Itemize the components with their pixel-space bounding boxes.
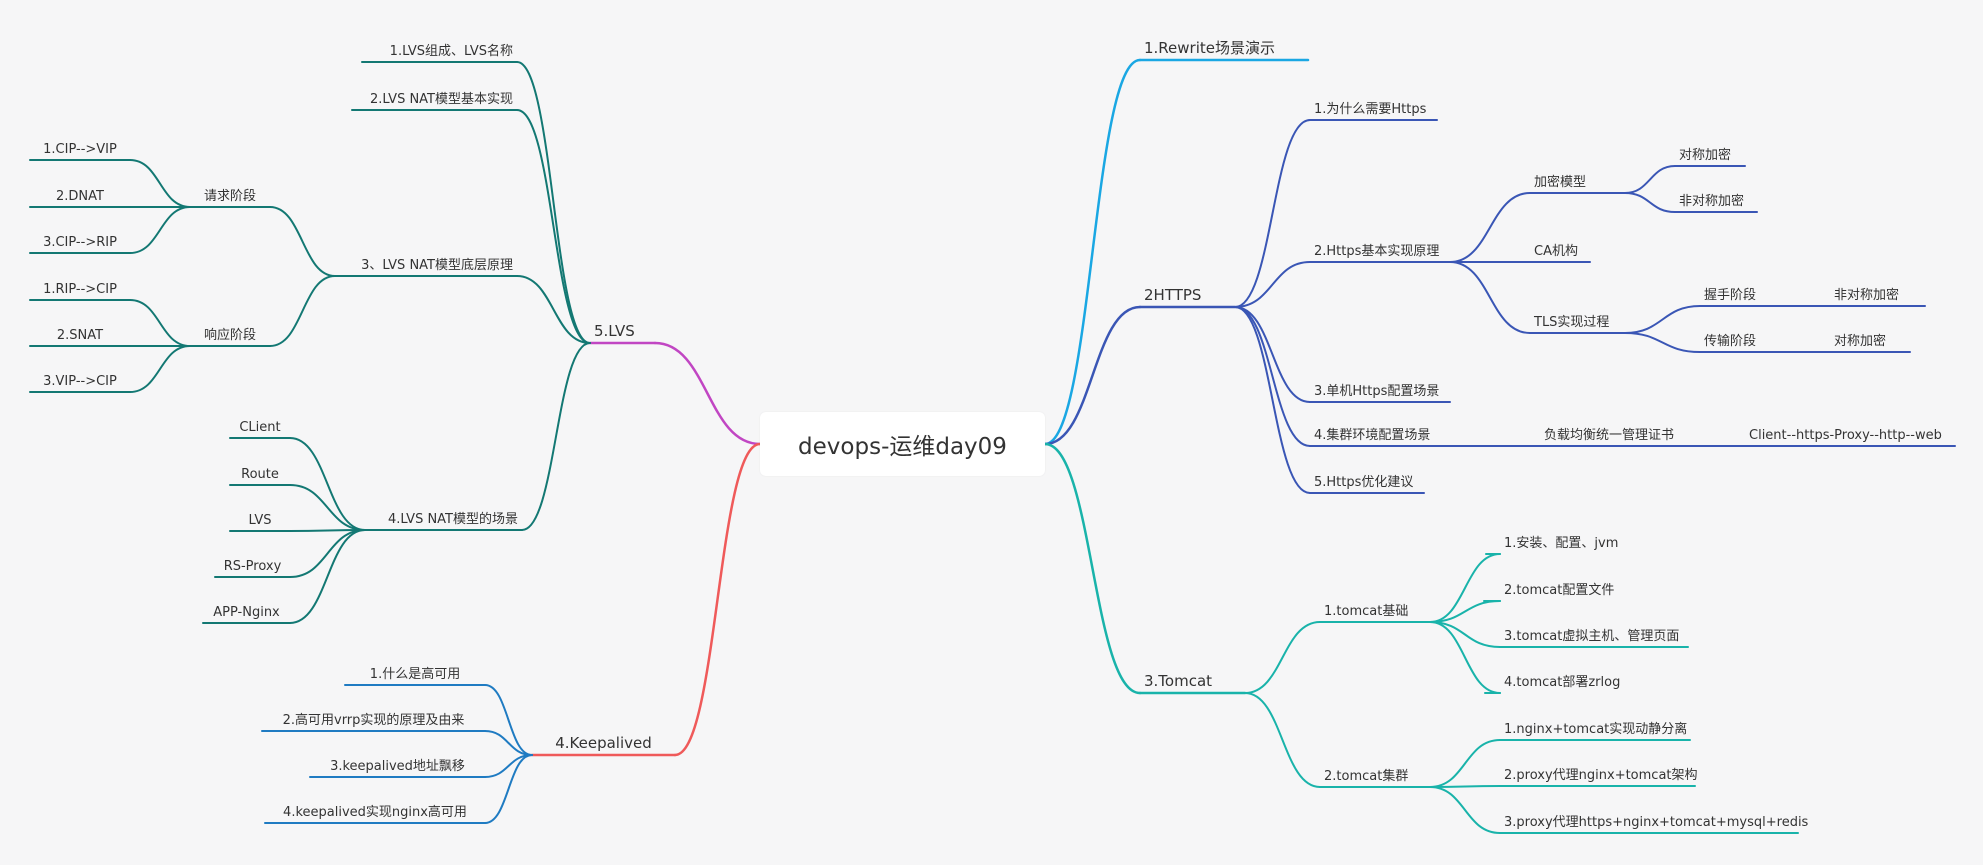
tomcat-cluster-3[interactable]: 3.proxy代理https+nginx+tomcat+mysql+redis <box>1504 815 1809 830</box>
keepalived-item-curve <box>484 754 533 824</box>
lvs-item-curve <box>516 109 591 344</box>
tomcat-item-curve <box>1244 692 1321 788</box>
lvs-scenario-curve <box>289 484 366 531</box>
tomcat-basic-curve <box>1429 553 1501 623</box>
tls-stage-curve <box>1624 332 1701 353</box>
lvs-leaf-curve <box>129 299 191 347</box>
lvs-scenario-curve <box>289 529 366 624</box>
https-principle-1[interactable]: 加密模型 <box>1534 174 1586 190</box>
central-topic-label: devops-运维day09 <box>798 434 1007 460</box>
branch-tomcat[interactable]: 3.Tomcat <box>1144 672 1212 690</box>
https-item-3[interactable]: 3.单机Https配置场景 <box>1314 384 1439 399</box>
tomcat-basic-2[interactable]: 2.tomcat配置文件 <box>1504 583 1614 598</box>
https-item-1[interactable]: 1.为什么需要Https <box>1314 102 1427 117</box>
branch-keepalived[interactable]: 4.Keepalived <box>555 734 652 752</box>
lvs-phase-2[interactable]: 响应阶段 <box>204 327 256 343</box>
lvs-item-2[interactable]: 2.LVS NAT模型基本实现 <box>370 92 513 107</box>
tls-stage-detail-1[interactable]: 非对称加密 <box>1834 287 1899 303</box>
tomcat-cluster-2[interactable]: 2.proxy代理nginx+tomcat架构 <box>1504 768 1698 783</box>
tomcat-cluster-curve <box>1429 739 1501 788</box>
tls-stage-2[interactable]: 传输阶段 <box>1704 333 1756 349</box>
https-item-2[interactable]: 2.Https基本实现原理 <box>1314 244 1439 259</box>
lvs-phase-curve <box>269 275 336 347</box>
central-topic[interactable]: devops-运维day09 <box>760 412 1045 476</box>
lvs-item-curve <box>516 61 591 344</box>
lvs-scenario-2[interactable]: Route <box>241 467 279 482</box>
lvs-scenario-1[interactable]: CLient <box>239 420 280 435</box>
tomcat-basic-4[interactable]: 4.tomcat部署zrlog <box>1504 675 1620 690</box>
branch-rewrite-curve <box>1043 58 1142 446</box>
lvs-item-curve <box>516 275 591 344</box>
tomcat-cluster-1[interactable]: 1.nginx+tomcat实现动静分离 <box>1504 721 1687 737</box>
https-item-curve <box>1234 261 1311 308</box>
lvs-scenario-curve <box>289 529 366 532</box>
keepalived-item-curve <box>484 730 533 756</box>
branch-https-curve <box>1043 305 1142 446</box>
tls-stage-1[interactable]: 握手阶段 <box>1704 288 1756 303</box>
encryption-model-curve <box>1624 192 1676 213</box>
https-item-curve <box>1234 119 1311 308</box>
tls-stage-detail-2[interactable]: 对称加密 <box>1834 333 1886 349</box>
keepalived-item-3[interactable]: 3.keepalived地址飘移 <box>330 759 465 774</box>
keepalived-item-1[interactable]: 1.什么是高可用 <box>370 666 460 682</box>
lvs-leaf-curve <box>129 206 191 254</box>
tomcat-basic-curve <box>1429 621 1501 694</box>
https-item-curve <box>1234 306 1311 447</box>
keepalived-item-curve <box>484 684 533 756</box>
lvs-phase-curve <box>269 206 336 277</box>
https-item-curve <box>1234 306 1311 403</box>
tomcat-item-2[interactable]: 2.tomcat集群 <box>1324 768 1408 784</box>
branch-keepalived-curve <box>673 442 762 757</box>
encryption-type-1[interactable]: 对称加密 <box>1679 147 1731 163</box>
https-principle-2[interactable]: CA机构 <box>1534 244 1578 259</box>
https-principle-3[interactable]: TLS实现过程 <box>1533 315 1609 330</box>
lvs-item-4[interactable]: 4.LVS NAT模型的场景 <box>388 511 518 527</box>
cluster-flow[interactable]: Client--https-Proxy--http--web <box>1749 428 1942 443</box>
lvs-leaf[interactable]: 3.CIP-->RIP <box>43 235 117 250</box>
lvs-scenario-3[interactable]: LVS <box>249 513 272 528</box>
keepalived-item-4[interactable]: 4.keepalived实现nginx高可用 <box>283 804 467 820</box>
https-principle-curve <box>1449 261 1531 334</box>
lvs-leaf-curve <box>129 345 191 393</box>
cluster-cert[interactable]: 负载均衡统一管理证书 <box>1544 428 1674 443</box>
lvs-leaf[interactable]: 3.VIP-->CIP <box>43 374 117 389</box>
https-principle-curve <box>1449 192 1531 263</box>
lvs-phase-1[interactable]: 请求阶段 <box>204 189 256 204</box>
lvs-item-3[interactable]: 3、LVS NAT模型底层原理 <box>361 257 513 273</box>
branch-https[interactable]: 2HTTPS <box>1144 286 1201 304</box>
lvs-leaf[interactable]: 2.DNAT <box>56 189 104 204</box>
lvs-item-curve <box>521 342 591 531</box>
branch-rewrite[interactable]: 1.Rewrite场景演示 <box>1144 39 1275 57</box>
https-item-5[interactable]: 5.Https优化建议 <box>1314 475 1413 490</box>
https-item-curve <box>1234 306 1311 494</box>
branch-tomcat-curve <box>1043 442 1142 695</box>
lvs-leaf-curve <box>129 159 191 208</box>
tomcat-basic-1[interactable]: 1.安装、配置、jvm <box>1504 536 1618 551</box>
lvs-scenario-curve <box>289 437 366 531</box>
tomcat-cluster-curve <box>1429 786 1501 834</box>
tomcat-cluster-curve <box>1429 785 1501 788</box>
branch-lvs-curve <box>653 341 762 446</box>
encryption-type-2[interactable]: 非对称加密 <box>1679 193 1744 209</box>
connector-lines <box>29 58 1956 834</box>
tomcat-item-1[interactable]: 1.tomcat基础 <box>1324 604 1408 619</box>
lvs-leaf[interactable]: 2.SNAT <box>57 328 103 343</box>
tomcat-item-curve <box>1244 621 1321 694</box>
branch-lvs[interactable]: 5.LVS <box>594 322 635 340</box>
tomcat-basic-curve <box>1429 621 1501 648</box>
lvs-leaf[interactable]: 1.RIP-->CIP <box>43 282 117 297</box>
lvs-leaf[interactable]: 1.CIP-->VIP <box>43 142 117 157</box>
https-item-4[interactable]: 4.集群环境配置场景 <box>1314 427 1430 443</box>
tls-stage-curve <box>1624 305 1701 334</box>
tomcat-basic-3[interactable]: 3.tomcat虚拟主机、管理页面 <box>1504 629 1679 644</box>
lvs-scenario-4[interactable]: RS-Proxy <box>224 559 282 574</box>
encryption-model-curve <box>1624 165 1676 194</box>
lvs-item-1[interactable]: 1.LVS组成、LVS名称 <box>390 43 513 59</box>
keepalived-item-2[interactable]: 2.高可用vrrp实现的原理及由来 <box>283 712 465 728</box>
lvs-scenario-curve <box>289 529 366 578</box>
topic-labels: 1.Rewrite场景演示 2HTTPS 1.为什么需要Https 2.Https基本… <box>43 39 1942 830</box>
lvs-scenario-5[interactable]: APP-Nginx <box>213 605 280 620</box>
